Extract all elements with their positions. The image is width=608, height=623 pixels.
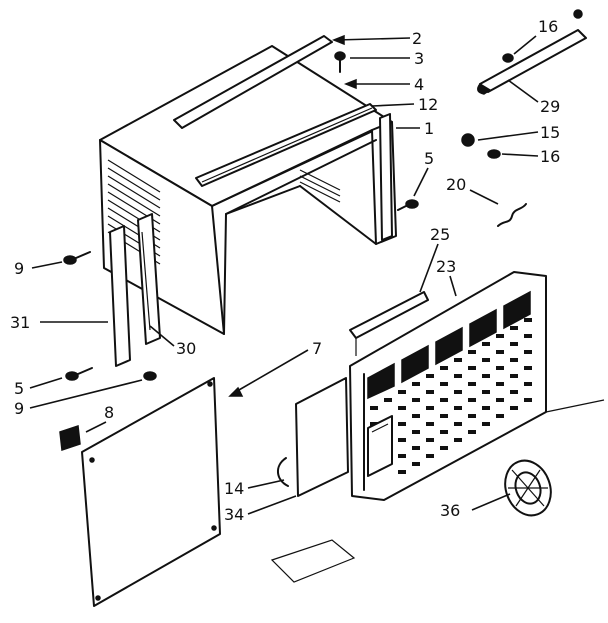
callout-5: 5 — [424, 149, 434, 168]
callout-7: 7 — [312, 339, 322, 358]
strip-25 — [349, 291, 429, 339]
base-tray-outline — [270, 539, 356, 583]
grille-louvers — [367, 290, 531, 400]
front-grille — [349, 271, 547, 501]
screw-3 — [334, 51, 346, 61]
cabinet — [99, 35, 397, 335]
pad-8 — [59, 424, 81, 452]
callouts: 2 3 4 12 1 5 16 29 15 16 20 25 23 9 31 3… — [10, 17, 560, 524]
screw-16-top — [502, 53, 514, 63]
callout-34: 34 — [224, 505, 244, 524]
callout-5: 5 — [14, 379, 24, 398]
callout-2: 2 — [412, 29, 422, 48]
side-curtains — [109, 213, 161, 367]
clip-15 — [461, 133, 475, 147]
callout-12: 12 — [418, 95, 438, 114]
callout-8: 8 — [104, 403, 114, 422]
callout-23: 23 — [436, 257, 456, 276]
screws — [63, 9, 583, 381]
filter-clip-14 — [277, 457, 289, 487]
callout-16: 16 — [540, 147, 560, 166]
callout-9: 9 — [14, 399, 24, 418]
grille-slots — [370, 318, 532, 474]
callout-25: 25 — [430, 225, 450, 244]
callout-9: 9 — [14, 259, 24, 278]
rail-29 — [477, 29, 587, 95]
callout-20: 20 — [446, 175, 466, 194]
screw-16-mid — [487, 149, 501, 159]
reference-line — [545, 399, 605, 413]
callout-16: 16 — [538, 17, 558, 36]
callout-3: 3 — [414, 49, 424, 68]
screw-9-bottom — [143, 371, 157, 381]
dot-top-right — [573, 9, 583, 19]
filter-pad — [295, 377, 349, 497]
screw-9-top — [63, 255, 77, 265]
cord-20 — [497, 203, 527, 227]
callout-15: 15 — [540, 123, 560, 142]
callout-29: 29 — [540, 97, 560, 116]
leader-lines — [29, 34, 539, 515]
upright-bar-1 — [379, 113, 393, 241]
callout-1: 1 — [424, 119, 434, 138]
callout-36: 36 — [440, 501, 460, 520]
callout-14: 14 — [224, 479, 244, 498]
callout-4: 4 — [414, 75, 424, 94]
callout-30: 30 — [176, 339, 196, 358]
screw-5-right — [405, 199, 419, 209]
screw-5-bottom — [65, 371, 79, 381]
callout-31: 31 — [10, 313, 30, 332]
back-panel — [81, 377, 221, 607]
blower-wheel-36 — [504, 459, 552, 517]
